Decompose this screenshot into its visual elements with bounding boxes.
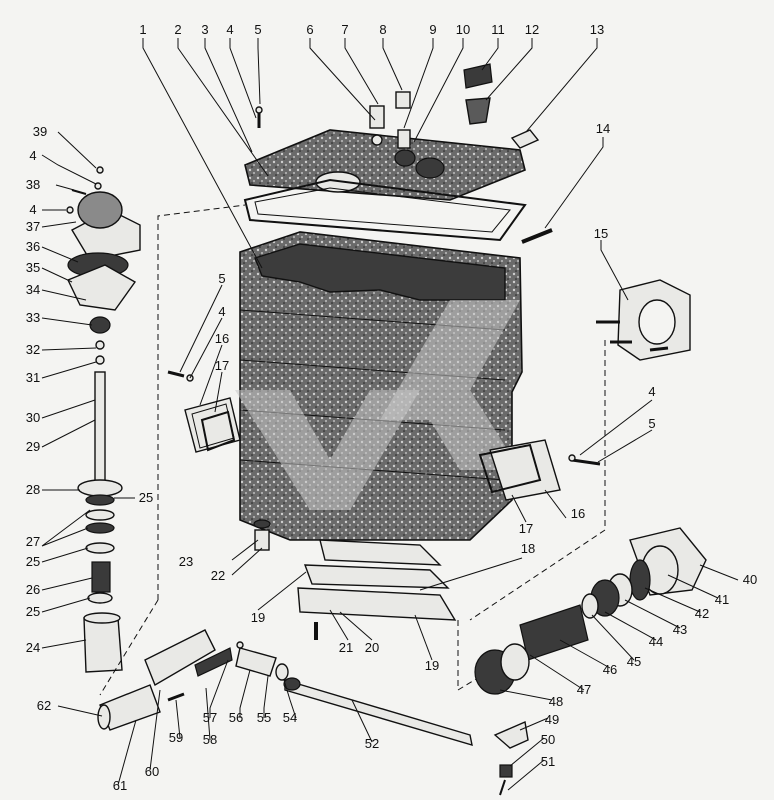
callout-61: 61 <box>113 778 127 793</box>
callout-50: 50 <box>541 732 555 747</box>
stud <box>521 228 553 244</box>
callout-16-right: 16 <box>571 506 585 521</box>
callout-19: 19 <box>251 610 265 625</box>
callout-20: 20 <box>365 640 379 655</box>
callout-35: 35 <box>26 260 40 275</box>
shift-tower-assembly <box>66 166 141 673</box>
breather-assembly <box>369 91 411 149</box>
callout-39: 39 <box>33 124 47 139</box>
filler-plug <box>463 63 493 125</box>
callout-24: 24 <box>26 640 40 655</box>
callout-34: 34 <box>26 282 40 297</box>
callout-4-mid: 4 <box>218 304 225 319</box>
left-bolt <box>167 370 194 382</box>
callout-8: 8 <box>379 22 386 37</box>
callout-41: 41 <box>715 592 729 607</box>
callout-7: 7 <box>341 22 348 37</box>
callout-4-left-b: 4 <box>29 202 36 217</box>
callout-3: 3 <box>201 22 208 37</box>
callout-27: 27 <box>26 534 40 549</box>
callout-17: 17 <box>215 358 229 373</box>
shift-fork-assembly <box>97 629 289 731</box>
callout-23: 23 <box>179 554 193 569</box>
callout-13: 13 <box>590 22 604 37</box>
callout-42: 42 <box>695 606 709 621</box>
callout-22: 22 <box>211 568 225 583</box>
callout-25-lower-b: 25 <box>26 604 40 619</box>
callout-9: 9 <box>429 22 436 37</box>
callout-36: 36 <box>26 239 40 254</box>
callout-51: 51 <box>541 754 555 769</box>
callout-10: 10 <box>456 22 470 37</box>
top-gasket <box>243 178 527 242</box>
side-flange <box>596 279 691 361</box>
callout-18: 18 <box>521 541 535 556</box>
callout-37: 37 <box>26 219 40 234</box>
callout-1: 1 <box>139 22 146 37</box>
callout-5: 5 <box>254 22 261 37</box>
main-shaft-assembly <box>474 527 707 695</box>
callout-19-lower: 19 <box>425 658 439 673</box>
callout-4-left-a: 4 <box>29 148 36 163</box>
callout-62: 62 <box>37 698 51 713</box>
callout-43: 43 <box>673 622 687 637</box>
callout-21: 21 <box>339 640 353 655</box>
bottom-plates <box>297 539 457 621</box>
callout-58: 58 <box>203 732 217 747</box>
callout-4-right: 4 <box>648 384 655 399</box>
callout-46: 46 <box>603 662 617 677</box>
bracket <box>510 129 540 149</box>
callout-33: 33 <box>26 310 40 325</box>
callout-57: 57 <box>203 710 217 725</box>
callout-17-right: 17 <box>519 521 533 536</box>
callout-31: 31 <box>26 370 40 385</box>
watermark-logo <box>235 300 520 510</box>
left-side-cover <box>184 397 241 453</box>
callout-48: 48 <box>549 694 563 709</box>
callout-28: 28 <box>26 482 40 497</box>
callout-55: 55 <box>257 710 271 725</box>
callout-16: 16 <box>215 331 229 346</box>
callout-59: 59 <box>169 730 183 745</box>
callout-15: 15 <box>594 226 608 241</box>
callout-12: 12 <box>525 22 539 37</box>
callout-4: 4 <box>226 22 233 37</box>
callout-38: 38 <box>26 177 40 192</box>
callout-56: 56 <box>229 710 243 725</box>
callout-26: 26 <box>26 582 40 597</box>
callout-30: 30 <box>26 410 40 425</box>
callout-25-lower-a: 25 <box>26 554 40 569</box>
callout-11: 11 <box>491 22 505 37</box>
callout-40: 40 <box>743 572 757 587</box>
callout-6: 6 <box>306 22 313 37</box>
callout-44: 44 <box>649 634 663 649</box>
callout-45: 45 <box>627 654 641 669</box>
gearbox-housing <box>239 231 523 541</box>
drain-plug <box>253 519 271 551</box>
callout-14: 14 <box>596 121 610 136</box>
callout-47: 47 <box>577 682 591 697</box>
right-side-cover <box>478 439 601 501</box>
selector-shaft <box>283 677 529 796</box>
callout-32: 32 <box>26 342 40 357</box>
callout-52: 52 <box>365 736 379 751</box>
callout-2: 2 <box>174 22 181 37</box>
cover-bolt <box>255 106 263 128</box>
callout-29: 29 <box>26 439 40 454</box>
callout-labels: 1 2 3 4 5 6 7 8 9 10 11 12 13 14 15 5 4 … <box>26 22 757 793</box>
callout-54: 54 <box>283 710 297 725</box>
callout-60: 60 <box>145 764 159 779</box>
callout-25: 25 <box>139 490 153 505</box>
callout-49: 49 <box>545 712 559 727</box>
leader-lines <box>41 38 739 791</box>
callout-5-right: 5 <box>648 416 655 431</box>
callout-5-mid: 5 <box>218 271 225 286</box>
